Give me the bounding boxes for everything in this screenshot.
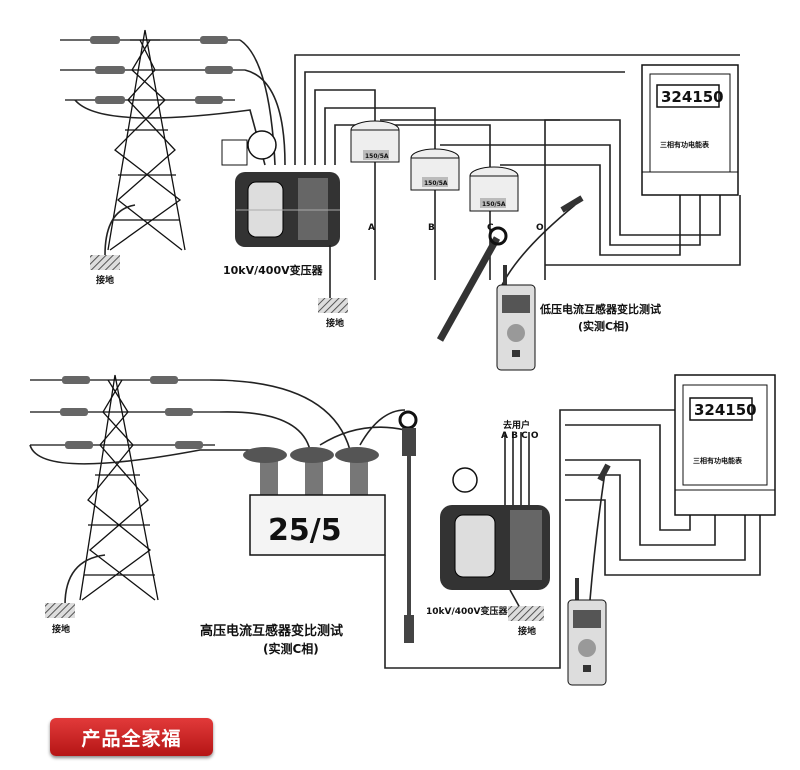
test-subtitle: (实测C相)	[578, 319, 629, 333]
phase-label-c: C	[487, 223, 494, 233]
ct-rating: 150/5A	[482, 201, 506, 208]
transformer-top	[221, 130, 340, 247]
ct-a: 150/5A	[350, 120, 400, 163]
insulators-bottom	[60, 376, 203, 449]
ct-rating: 150/5A	[424, 180, 448, 187]
insulators-top	[90, 36, 233, 104]
ground-block-tower-bottom	[45, 603, 75, 618]
tower-bottom	[30, 374, 220, 601]
alligator-clip-icon	[597, 463, 611, 482]
phase-label-a: A	[368, 223, 375, 233]
transformer-label: 10kV/400V变压器	[426, 605, 509, 617]
ground-label: 接地	[326, 317, 344, 329]
ground-wire-top	[104, 204, 136, 256]
ground-label: 接地	[518, 625, 536, 637]
ct-ratio: 25/5	[268, 513, 342, 548]
phase-label-o: O	[536, 223, 544, 233]
alligator-clip-icon	[560, 195, 584, 213]
hv-wires-bottom	[29, 379, 406, 465]
meter-label: 三相有功电能表	[660, 140, 710, 149]
phase-labels-bottom: A B C O	[501, 431, 539, 441]
tester-device-bottom	[567, 578, 607, 686]
transformer-label: 10kV/400V变压器	[223, 263, 324, 277]
ground-block-transformer-bottom	[508, 606, 544, 621]
meter-reading: 324150	[661, 88, 724, 106]
test-lead-top	[501, 204, 576, 286]
ground-block-transformer-top	[318, 298, 348, 313]
to-user-label: 去用户	[503, 419, 530, 431]
energy-meter-bottom	[674, 374, 776, 516]
test-lead-bottom	[589, 471, 606, 601]
ground-block-tower-top	[90, 255, 120, 270]
clamp-probe-top	[436, 226, 508, 342]
test-title: 低压电流互感器变比测试	[539, 302, 661, 316]
ground-wire-bottom	[64, 554, 106, 606]
product-family-button[interactable]: 产品全家福	[50, 718, 213, 756]
phase-label-b: B	[428, 223, 435, 233]
test-subtitle: (实测C相)	[263, 641, 319, 656]
lv-bus-top	[294, 54, 740, 280]
transformer-bottom	[440, 467, 550, 590]
ct-c: 150/5A	[469, 166, 519, 212]
test-title: 高压电流互感器变比测试	[200, 623, 343, 639]
energy-meter-top	[641, 64, 739, 196]
clamp-probe-bottom	[398, 410, 418, 643]
transformer-ground-wire-bottom	[509, 589, 521, 609]
meter-wires-bottom	[565, 424, 761, 576]
hv-ct-bank	[243, 447, 386, 556]
meter-reading: 324150	[694, 401, 757, 419]
ground-label: 接地	[96, 274, 114, 286]
lead-wire-bottom	[384, 409, 675, 669]
ground-label: 接地	[52, 623, 70, 635]
ct-b: 150/5A	[410, 148, 460, 191]
tower-top	[60, 29, 245, 251]
meter-wires-top	[380, 119, 741, 266]
lv-leads-bottom	[504, 432, 530, 505]
tester-device-top	[496, 265, 536, 371]
ct-rating: 150/5A	[365, 153, 389, 160]
meter-label: 三相有功电能表	[693, 456, 743, 465]
